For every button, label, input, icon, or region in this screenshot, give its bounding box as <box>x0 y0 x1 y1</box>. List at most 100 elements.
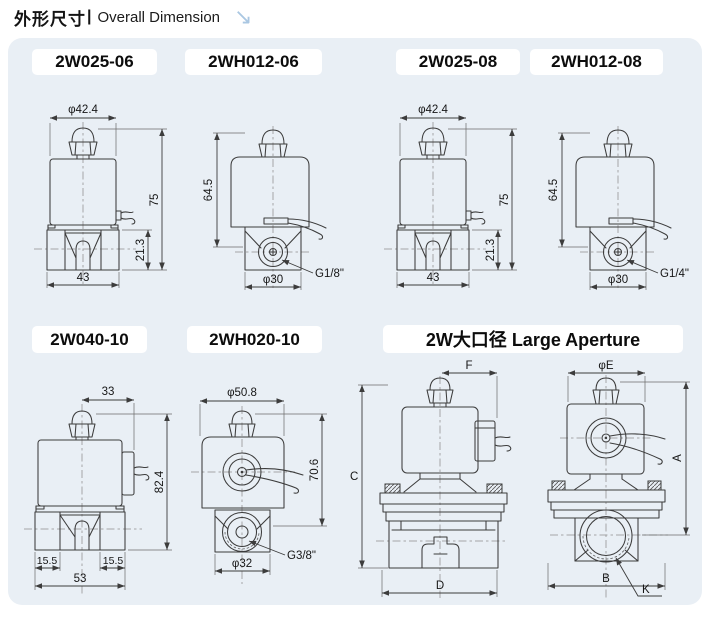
title-divider: | <box>87 8 92 25</box>
valve-drawing-2w040-10: 33 <box>24 386 172 596</box>
dim-label: φE <box>598 360 613 372</box>
centerlines <box>384 122 486 284</box>
wire-leads <box>465 210 486 225</box>
wire-leads <box>115 210 136 225</box>
coil-body <box>230 156 310 228</box>
flange-assembly <box>547 473 666 519</box>
model-badge-2w025-08: 2W025-08 <box>396 49 520 75</box>
dim-label: F <box>465 360 472 372</box>
dim-label: 70.6 <box>309 459 321 481</box>
dim-top-diameter: φ42.4 <box>399 104 467 156</box>
dim-body-width: 43 <box>396 272 470 288</box>
dim-label: 43 <box>427 272 440 284</box>
dim-body-height: 21.3 <box>122 229 152 270</box>
thread-callout: G1/4" <box>626 259 689 280</box>
page-title-zh: 外形尺寸 <box>14 9 86 29</box>
dim-port-diameter: φ32 <box>214 554 271 575</box>
page-title-en: Overall Dimension <box>97 8 221 26</box>
dim-top-width: F <box>442 360 498 418</box>
centerlines <box>235 126 311 288</box>
cap-nut <box>258 129 288 158</box>
wire-leads <box>245 468 304 494</box>
dim-label: 15.5 <box>103 555 124 567</box>
dim-label: 75 <box>149 194 161 207</box>
dim-overall-height: 82.4 <box>96 413 172 551</box>
thread-label: G1/4" <box>660 268 689 280</box>
model-badge-2w025-06: 2W025-06 <box>32 49 157 75</box>
valve-drawing-2w025-08: φ42.4 <box>384 104 517 288</box>
dim-label: A <box>672 454 684 462</box>
valve-body <box>34 505 126 551</box>
dim-label: φ50.8 <box>227 387 257 399</box>
coil-body <box>401 406 496 474</box>
cap-nut <box>68 127 98 160</box>
page-header: 外形尺寸 | Overall Dimension ↘ <box>14 3 252 31</box>
dim-label: 43 <box>77 272 90 284</box>
valve-drawing-2wh020-10: φ50.8 <box>191 387 327 584</box>
wire-leads <box>609 433 666 465</box>
valve-body <box>589 226 647 271</box>
dim-top-diameter: φ50.8 <box>199 387 285 436</box>
coil-body <box>566 403 645 475</box>
dim-port-diameter: φ30 <box>589 272 647 290</box>
valve-drawing-2wh012-06: 64.5 G1/8" <box>203 126 344 290</box>
port-label: K <box>642 584 650 596</box>
dim-label: 33 <box>102 386 115 398</box>
valve-body <box>396 224 470 271</box>
dim-overall-height: 70.6 <box>255 413 327 527</box>
wire-leads <box>133 466 150 481</box>
thread-label: G3/8" <box>287 550 316 562</box>
dim-bottom-offsets: 15.5 15.5 <box>34 552 126 590</box>
cap-nut <box>426 377 454 408</box>
dim-top-offset: 33 <box>82 386 135 450</box>
dim-overall-height: 75 <box>98 128 167 271</box>
dim-label: φ32 <box>232 558 252 570</box>
dim-label: 64.5 <box>548 179 560 201</box>
valve-drawing-large-aperture-side: φE <box>547 360 690 600</box>
dim-label: φ42.4 <box>418 104 448 116</box>
model-badge-2wh020-10: 2WH020-10 <box>187 326 322 353</box>
dim-body-width: 53 <box>35 573 125 589</box>
dim-body-width: D <box>381 570 498 597</box>
dim-label: 15.5 <box>37 555 58 567</box>
model-badge-2wh012-06: 2WH012-06 <box>185 49 322 75</box>
dim-label: φ30 <box>608 274 628 286</box>
thread-callout: G3/8" <box>248 540 316 562</box>
valve-body <box>46 224 120 271</box>
coil-body <box>575 156 655 228</box>
dim-top-diameter: φ42.4 <box>49 104 117 156</box>
valve-drawing-2w025-06: φ42.4 <box>34 104 167 288</box>
dim-label: 64.5 <box>203 179 215 201</box>
dim-overall-height: C <box>350 384 388 569</box>
diagonal-arrow-icon: ↘ <box>234 4 253 29</box>
valve-body <box>388 520 499 569</box>
wire-leads <box>263 217 327 240</box>
dim-label: 82.4 <box>154 470 166 493</box>
cap-nut <box>418 127 448 160</box>
dim-label: B <box>602 573 610 585</box>
valve-drawing-2wh012-08: 64.5 G1/4" <box>548 126 689 290</box>
dim-overall-height: 64.5 <box>548 132 590 248</box>
dim-label: 21.3 <box>485 239 497 261</box>
cap-nut <box>68 410 96 441</box>
coil-body <box>37 439 135 507</box>
valve-body <box>244 226 302 271</box>
model-badge-large-aperture: 2W大口径 Large Aperture <box>383 325 683 353</box>
valve-drawing-large-aperture-front: F C <box>350 360 512 598</box>
thread-callout: G1/8" <box>281 259 344 280</box>
wire-leads <box>608 217 672 240</box>
dim-overall-height: 64.5 <box>203 132 245 248</box>
wire-leads <box>494 436 512 452</box>
valve-body <box>214 509 271 553</box>
centerlines <box>24 404 142 596</box>
dim-label: 53 <box>74 573 87 585</box>
dim-body-width: B <box>547 563 666 590</box>
cap-nut <box>603 129 633 158</box>
flange-assembly <box>379 472 508 522</box>
dim-port-diameter: φ30 <box>244 272 302 290</box>
port-callout: K <box>615 557 662 597</box>
dim-label: φ42.4 <box>68 104 98 116</box>
thread-label: G1/8" <box>315 268 344 280</box>
dim-label: φ30 <box>263 274 283 286</box>
